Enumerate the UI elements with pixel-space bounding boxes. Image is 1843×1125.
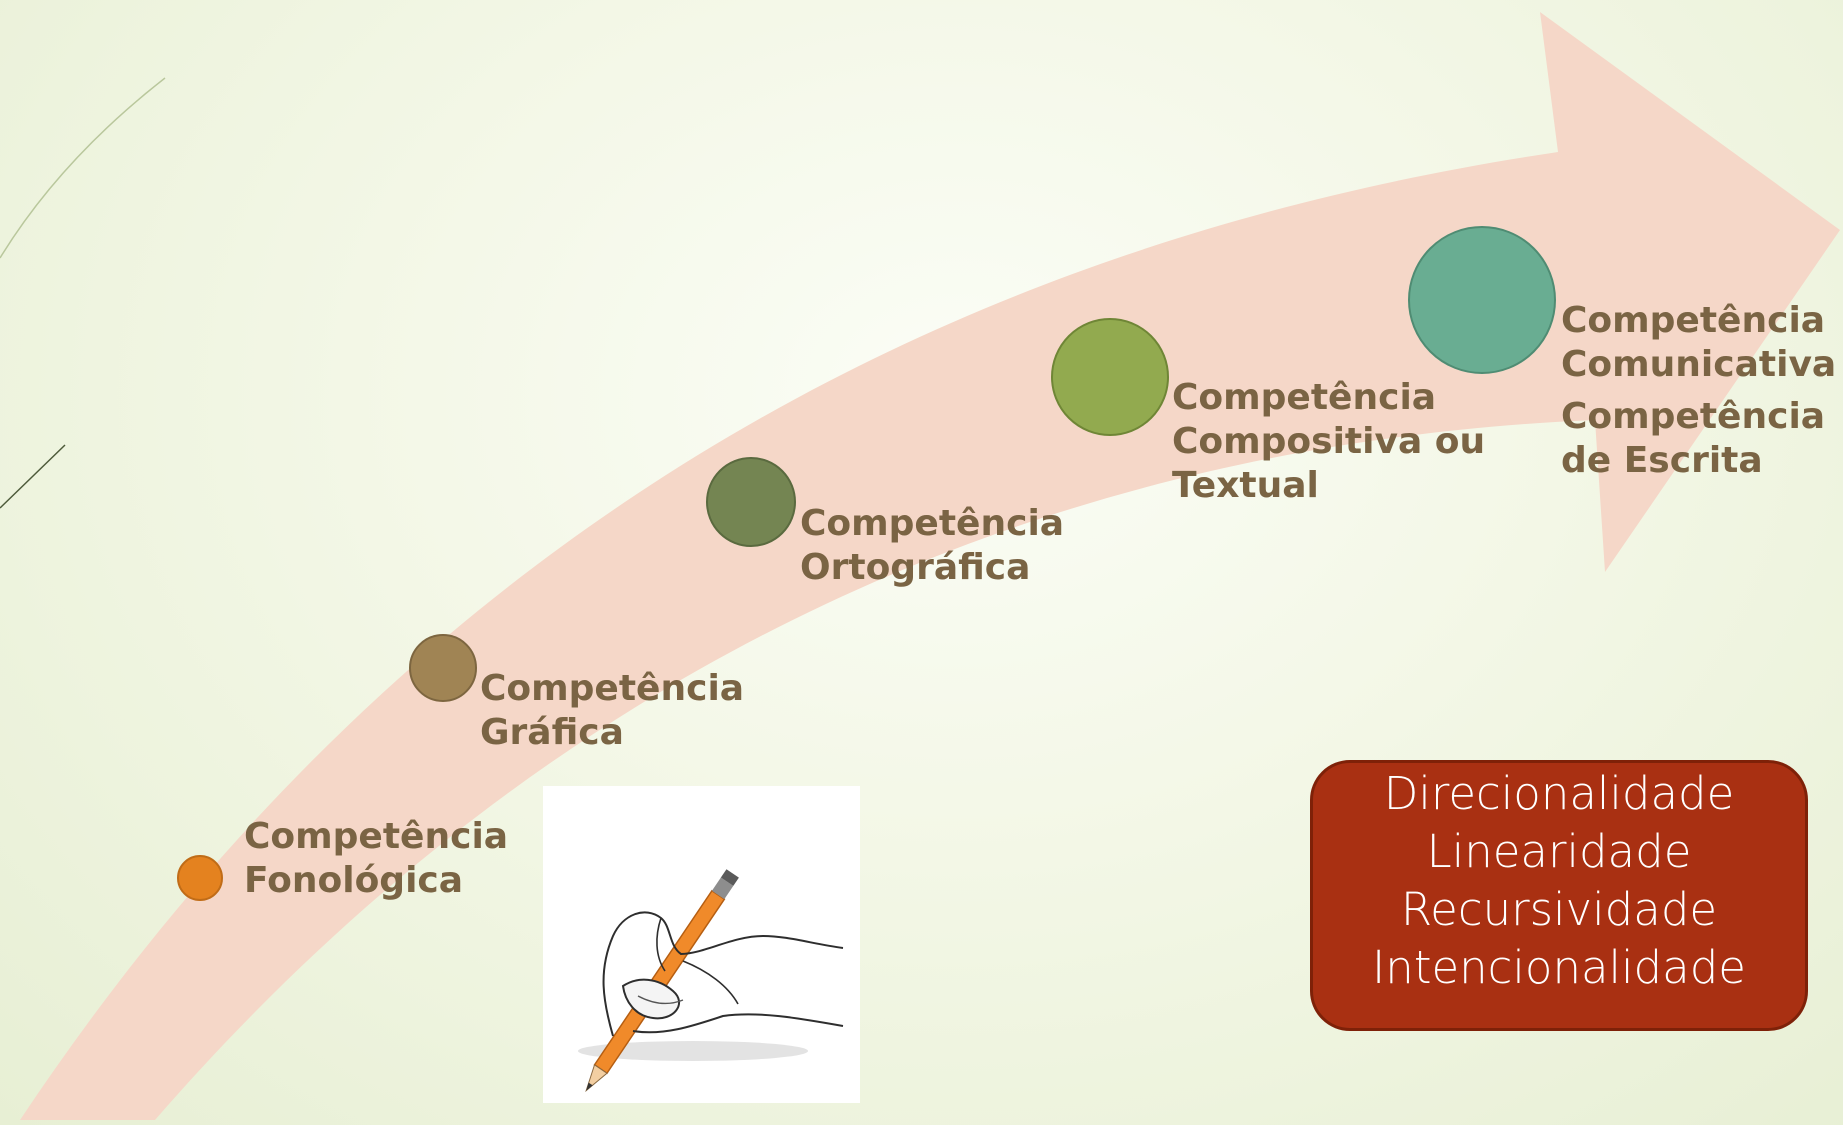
stage-label-grafica: Competência Gráfica	[480, 667, 744, 755]
stage-label-ortografica: Competência Ortográfica	[800, 502, 1064, 590]
stage-label-line: Competência	[480, 668, 745, 709]
stage-label-line: de Escrita	[1561, 440, 1763, 481]
stage-label-line: Gráfica	[480, 712, 624, 753]
stage-label-line: Competência	[800, 503, 1065, 544]
progress-arrow	[20, 12, 1840, 1120]
summary-item: Linearidade	[1426, 825, 1692, 878]
stage-label-line: Competência	[1561, 396, 1826, 437]
stage-label-fonologica: Competência Fonológica	[244, 815, 508, 903]
summary-item: Direcionalidade	[1383, 767, 1735, 820]
summary-box: Direcionalidade Linearidade Recursividad…	[1310, 760, 1808, 1031]
stage-circle-compositiva	[1051, 318, 1169, 436]
hand-writing-illustration	[543, 786, 860, 1103]
summary-item: Recursividade	[1400, 883, 1718, 936]
decorative-line	[0, 444, 66, 509]
stage-label-line: Textual	[1172, 465, 1319, 506]
stage-label-line: Competência	[1172, 377, 1437, 418]
summary-item: Intencionalidade	[1372, 941, 1746, 994]
stage-circle-ortografica	[706, 457, 796, 547]
stage-label-line: Compositiva ou	[1172, 421, 1486, 462]
decorative-line	[0, 77, 166, 259]
stage-label-compositiva: Competência Compositiva ou Textual	[1172, 376, 1485, 508]
stage-label-line: Fonológica	[244, 860, 464, 901]
stage-label-comunicativa: Competência Comunicativa Competência de …	[1561, 299, 1836, 483]
pencil-hand-icon	[578, 869, 844, 1093]
stage-label-line: Competência	[244, 816, 509, 857]
stage-label-line: Competência	[1561, 300, 1826, 341]
stage-label-line: Comunicativa	[1561, 344, 1837, 385]
stage-label-line: Ortográfica	[800, 547, 1031, 588]
stage-circle-fonologica	[177, 855, 223, 901]
stage-circle-grafica	[409, 634, 477, 702]
stage-circle-comunicativa	[1408, 226, 1556, 374]
